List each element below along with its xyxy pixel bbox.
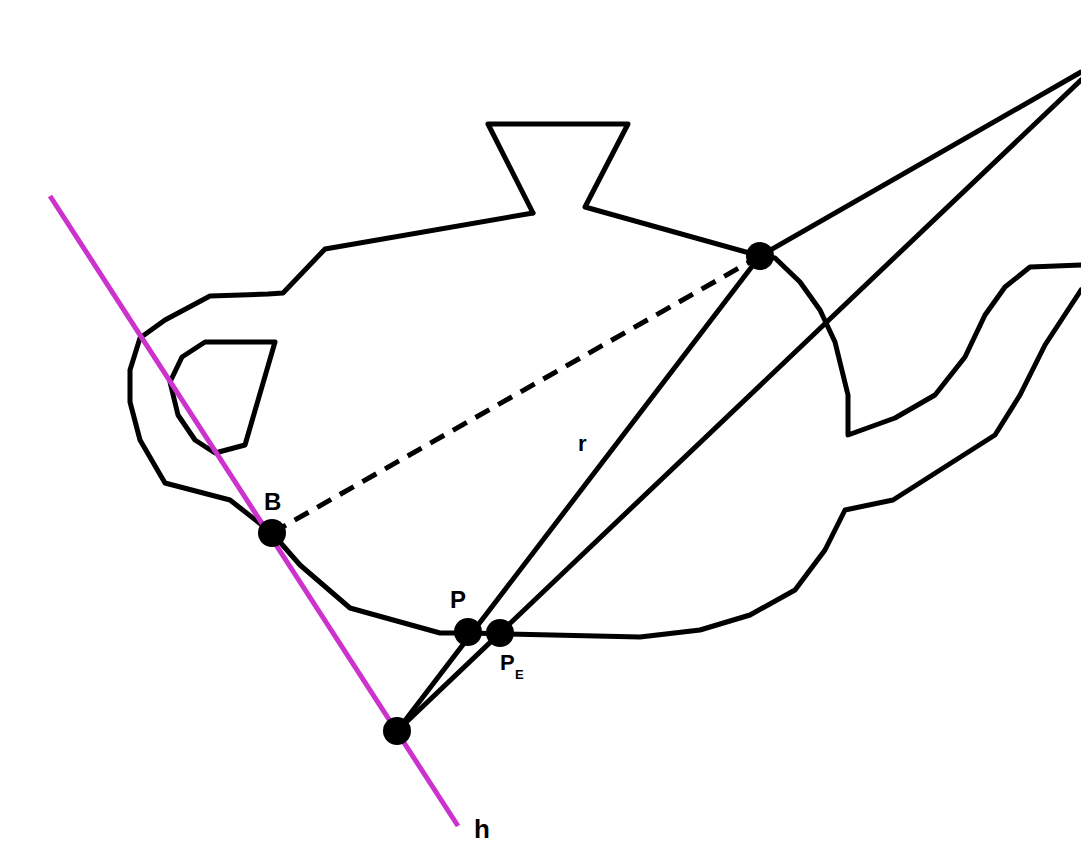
- teapot-body: [130, 213, 1081, 637]
- ray-r: [397, 256, 760, 731]
- point: [258, 519, 286, 547]
- point-label: B: [264, 490, 281, 514]
- point-label: P: [450, 588, 466, 612]
- point: [746, 242, 774, 270]
- teapot-outline: [488, 124, 1081, 435]
- point: [486, 619, 514, 647]
- dashed-line: [272, 256, 760, 533]
- plane-h: [50, 196, 458, 826]
- line-label: r: [578, 433, 587, 455]
- subscript-label: E: [515, 668, 524, 681]
- point: [383, 717, 411, 745]
- point: [454, 618, 482, 646]
- handle-inner: [170, 342, 275, 453]
- line-label: h: [474, 816, 490, 842]
- point-label: P: [500, 652, 515, 674]
- ray: [760, 72, 1081, 256]
